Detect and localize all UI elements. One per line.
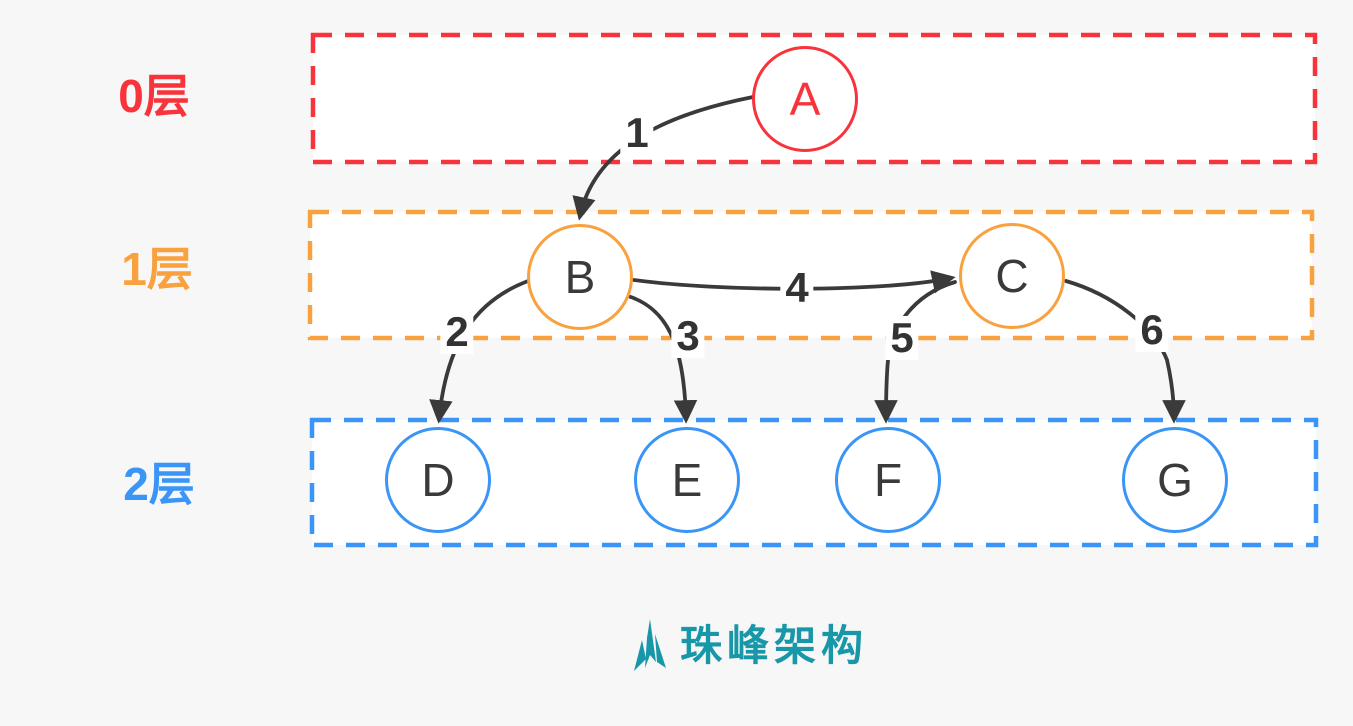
edge-1-order-label: 1: [620, 111, 654, 155]
node-c: C: [959, 223, 1065, 329]
edge-6-order-label: 6: [1135, 308, 1169, 352]
layer-0-label: 0层: [118, 70, 190, 122]
node-d-label: D: [421, 454, 455, 506]
node-e-label: E: [671, 454, 703, 506]
layer-1-label: 1层: [121, 243, 193, 295]
node-d: D: [385, 427, 491, 533]
edge-b-e: [626, 294, 698, 424]
node-b-label: B: [564, 251, 596, 303]
edge-5-order-label: 5: [885, 316, 919, 360]
mountain-icon: [633, 619, 666, 671]
node-a-label: A: [789, 73, 821, 125]
brand-logo-text: 珠峰架构: [679, 622, 869, 669]
node-g: G: [1122, 427, 1228, 533]
node-g-label: G: [1157, 454, 1193, 506]
node-f: F: [835, 427, 941, 533]
brand-logo: 珠峰架构: [630, 618, 868, 674]
node-c-label: C: [995, 250, 1029, 302]
layer-2-label: 2层: [123, 458, 195, 510]
edge-2-order-label: 2: [440, 310, 474, 354]
node-e: E: [634, 427, 740, 533]
node-a: A: [752, 46, 858, 152]
edge-4-order-label: 4: [780, 266, 814, 310]
edge-3-order-label: 3: [671, 314, 705, 358]
node-f-label: F: [873, 454, 903, 506]
node-b: B: [527, 224, 633, 330]
